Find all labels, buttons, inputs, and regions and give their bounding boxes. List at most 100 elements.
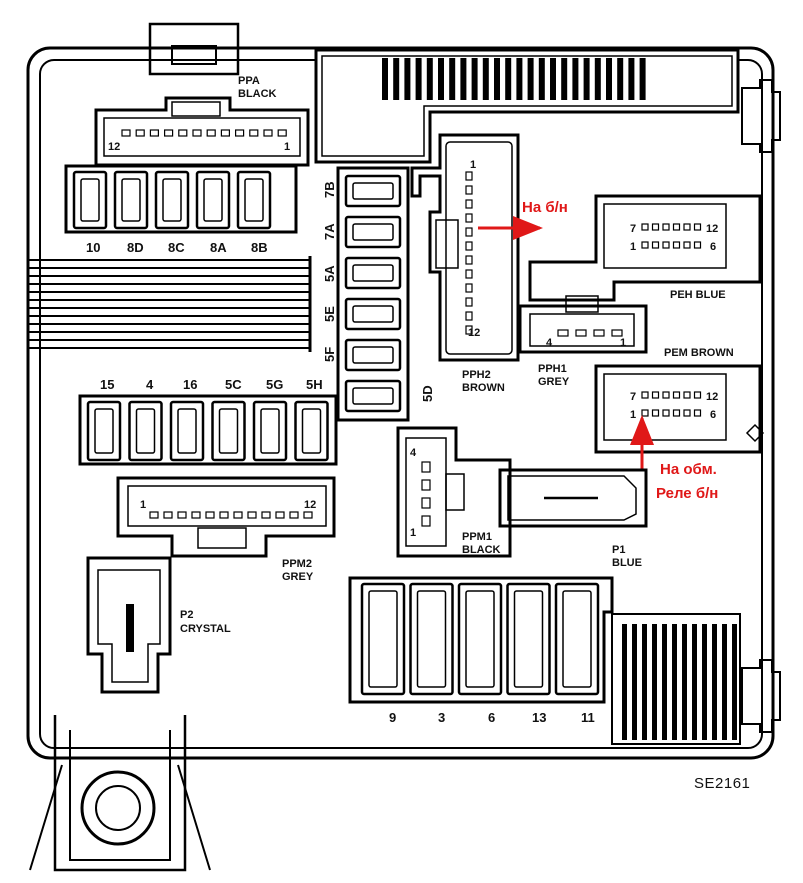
- vent-slot: [583, 58, 590, 100]
- pin: [651, 409, 660, 417]
- fuse-top-1: [113, 170, 149, 230]
- fuse-bottom-3: [506, 582, 551, 696]
- peh-pin-12: 12: [706, 223, 718, 235]
- vent-slot: [722, 624, 727, 740]
- vent-slot: [628, 58, 635, 100]
- pin: [247, 511, 257, 519]
- fuse-label-15: 15: [100, 377, 114, 392]
- vent-slot: [382, 58, 388, 100]
- vent-slot: [702, 624, 707, 740]
- ppm1-label: PPM1: [462, 531, 492, 543]
- fuse-label-4: 4: [146, 377, 154, 392]
- vent-slot: [404, 58, 411, 100]
- vent-slot: [393, 58, 400, 100]
- fuse-bottom-2: [457, 582, 503, 696]
- pin: [683, 391, 691, 399]
- vent-slot: [572, 58, 579, 100]
- pin: [683, 409, 691, 417]
- fuse-label-10: 10: [86, 240, 100, 255]
- ppm2-pin-last: 12: [304, 499, 316, 511]
- pem-pin-12: 12: [706, 391, 718, 403]
- peh-pin-1: 1: [630, 241, 636, 253]
- ppm2-color: GREY: [282, 571, 314, 583]
- pin: [249, 129, 259, 137]
- pin: [672, 391, 681, 399]
- pin: [641, 391, 649, 399]
- vent-slot: [415, 58, 422, 100]
- pin: [693, 223, 702, 231]
- p2-color: CRYSTAL: [180, 623, 231, 635]
- pin: [651, 223, 660, 231]
- fuse-label-9: 9: [389, 710, 396, 725]
- vent-slot: [606, 58, 612, 100]
- fuse-label-6: 6: [488, 710, 495, 725]
- fuse-mid-3: [211, 400, 246, 462]
- pin: [277, 129, 287, 137]
- pin: [263, 129, 273, 137]
- vent-slot: [505, 58, 512, 100]
- connector-pph1: 4 1 PPH1 GREY: [518, 295, 648, 388]
- fuse-label-5g: 5G: [266, 377, 283, 392]
- bus-bar: [28, 256, 312, 352]
- fuse-label-5a: 5A: [322, 265, 337, 282]
- pin: [275, 511, 285, 519]
- fuse-label-5c: 5C: [225, 377, 242, 392]
- fuse-mid-0: [86, 400, 122, 462]
- fuse-mid-4: [252, 400, 288, 462]
- pin: [611, 329, 623, 337]
- fuse-mid-5: [294, 400, 329, 462]
- fuse-label-11: 11: [581, 710, 595, 725]
- pin: [220, 129, 230, 137]
- ppm1-pin-first: 4: [410, 447, 417, 459]
- vent-slot: [426, 58, 433, 100]
- vent-slot: [538, 58, 545, 100]
- pph2-color: BROWN: [462, 382, 505, 394]
- pin: [421, 461, 431, 473]
- pin: [465, 185, 473, 195]
- pin: [163, 511, 173, 519]
- vent-slot: [712, 624, 717, 740]
- pin: [593, 329, 605, 337]
- pph1-label: PPH1: [538, 363, 567, 375]
- vent-slot: [617, 58, 624, 100]
- fuse-label-13: 13: [532, 710, 546, 725]
- pin: [575, 329, 587, 337]
- vent-slot: [682, 624, 687, 740]
- fuse-label-5e: 5E: [322, 306, 337, 322]
- fuse-vert-5: [344, 379, 402, 413]
- fuse-row-middle: 15 4 16 5C 5G 5H: [78, 377, 338, 466]
- pin: [465, 311, 473, 321]
- ppa-pin-last: 1: [284, 141, 290, 153]
- pin: [465, 269, 473, 279]
- fuse-vert-1: [344, 215, 402, 249]
- vent-slot: [692, 624, 697, 740]
- pin: [303, 511, 313, 519]
- pem-pin-1: 1: [630, 409, 636, 421]
- pump-annotation: На б/н: [478, 199, 568, 240]
- pin: [672, 223, 681, 231]
- fuse-vert-2: [344, 256, 402, 290]
- pin: [641, 409, 649, 417]
- fuse-label-8a: 8A: [210, 240, 227, 255]
- pin: [662, 391, 670, 399]
- peh-label: PEH BLUE: [670, 289, 726, 301]
- vent-slot: [732, 624, 737, 740]
- pin: [149, 129, 159, 137]
- pin: [192, 129, 202, 137]
- fuse-label-5h: 5H: [306, 377, 323, 392]
- p1-label: P1: [612, 544, 625, 556]
- fuse-top-2: [154, 170, 190, 230]
- pin: [465, 325, 473, 335]
- pin: [465, 199, 473, 209]
- ppm2-pin-first: 1: [140, 499, 146, 511]
- fuse-bottom-0: [360, 582, 406, 696]
- vent-slot: [482, 58, 489, 100]
- vent-slot: [561, 58, 568, 100]
- p2-label: P2: [180, 609, 193, 621]
- pem-label: PEM BROWN: [664, 347, 734, 359]
- vent-slot: [471, 58, 478, 100]
- pin: [191, 511, 201, 519]
- fuse-label-5d: 5D: [420, 385, 435, 402]
- pph2-pin-first: 1: [470, 159, 476, 171]
- fuse-label-16: 16: [183, 377, 197, 392]
